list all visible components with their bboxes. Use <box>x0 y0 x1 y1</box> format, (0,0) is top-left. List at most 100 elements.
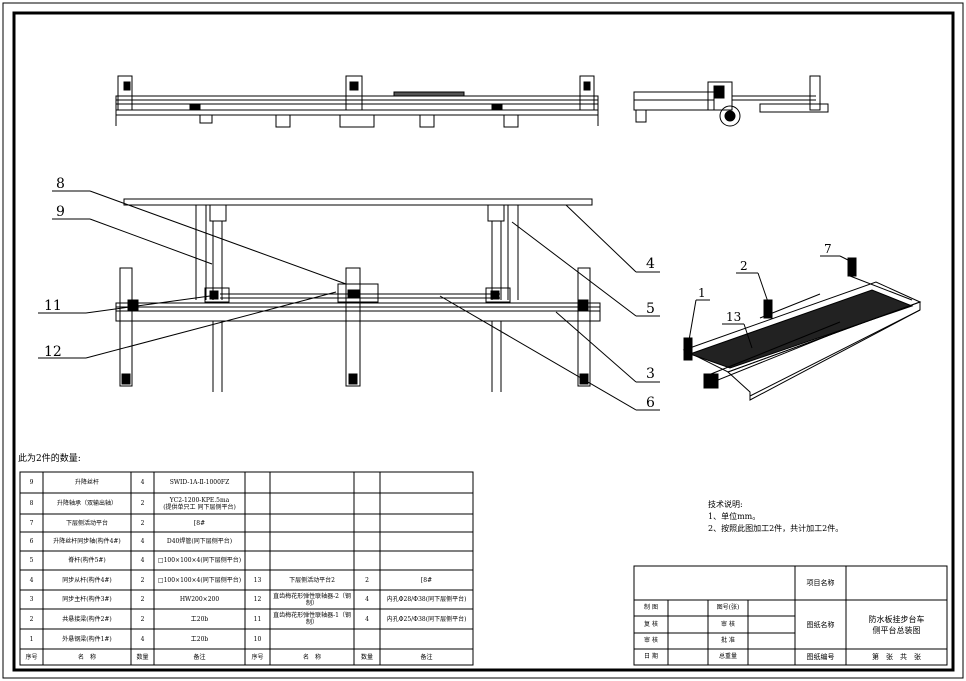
bom-left-qty: 2 <box>140 500 145 507</box>
title-block-cell-d <box>748 600 795 616</box>
bom-right-no <box>245 472 270 493</box>
top-view <box>115 75 599 128</box>
bom-right-remark <box>380 551 473 570</box>
bom-left-name: 共悬接梁(构件2#) <box>62 615 112 623</box>
bom-left-remark: [8# <box>193 519 206 527</box>
drawing-name: 防水板挂步台车 侧平台总装图 <box>868 614 925 635</box>
title-block-cell-a: 复 核 <box>644 620 658 628</box>
bom-left-qty: 4 <box>140 635 145 643</box>
balloon-1: 1 <box>698 286 706 300</box>
notes-line-2: 2、按照此图加工2件，共计加工2件。 <box>708 524 844 533</box>
balloon-13: 13 <box>726 310 741 324</box>
title-block-cell-b <box>668 633 708 649</box>
bom-right-no: 12 <box>253 596 262 603</box>
sheet-info: 第 张 共 张 <box>872 653 921 661</box>
bom-right-remark <box>380 629 473 649</box>
title-block-grid <box>633 565 948 666</box>
bom-right-name <box>270 532 354 551</box>
bom-right-qty <box>354 472 380 493</box>
balloon-5: 5 <box>646 301 655 317</box>
bom-right-no <box>245 514 270 532</box>
bom-left-no: 2 <box>29 615 34 623</box>
side-view <box>633 75 829 127</box>
bom-left-remark: YC2-1200-KPE.5ma (提供单只工 同下层侧平台) <box>163 496 236 511</box>
bom-right-name: 直齿梅花形弹性联轴器-2（钢制） <box>273 592 351 607</box>
bom-header-qty: 数量 <box>136 653 149 661</box>
bom-right-qty: 4 <box>365 596 369 603</box>
title-block-cell-a: 日 期 <box>644 653 658 660</box>
title-block-cell-a: 审 核 <box>644 637 658 644</box>
title-block-cell-c: 图号(张) <box>716 604 740 611</box>
balloon-12: 12 <box>44 344 62 360</box>
title-block-cell-b <box>668 649 708 665</box>
frame-border <box>12 11 955 672</box>
bom-right-name <box>270 629 354 649</box>
bom-right-no: 11 <box>253 615 262 623</box>
bom-left-no: 5 <box>29 557 34 564</box>
bom-right-remark <box>380 532 473 551</box>
bom-left-no: 1 <box>29 635 34 643</box>
quantity-note: 此为2件的数量: <box>18 454 81 464</box>
bom-left-no: 7 <box>29 519 34 527</box>
bom-left-name: 同步从杆(构件4#) <box>62 576 112 584</box>
bom-right-qty: 2 <box>365 576 369 584</box>
title-block-cell-b <box>668 600 708 616</box>
bom-right-qty <box>354 514 380 532</box>
bom-right-qty <box>354 493 380 514</box>
bom-right-remark <box>380 493 473 514</box>
bom-left-no: 9 <box>29 479 34 486</box>
leader-lines <box>38 190 853 411</box>
bom-left-remark: HW200×200 <box>179 596 220 603</box>
bom-left-qty: 2 <box>140 615 145 623</box>
bom-right-no <box>245 493 270 514</box>
balloon-6: 6 <box>646 395 655 411</box>
bom-header-no: 序号 <box>25 653 38 661</box>
bom-right-remark: 内孔Φ28/Φ38(同下层侧平台) <box>386 596 467 603</box>
drawing-name-label: 图纸名称 <box>806 620 835 629</box>
bom-left-qty: 2 <box>140 519 145 527</box>
bom-right-remark <box>380 514 473 532</box>
bom-right-no <box>245 532 270 551</box>
title-block-cell-d <box>748 633 795 649</box>
bom-right-no: 10 <box>253 635 262 643</box>
bom-left-qty: 4 <box>140 538 145 545</box>
iso-view <box>682 257 922 401</box>
bom-left-name: 升降轴承（双输出轴） <box>56 500 117 507</box>
bom-left-remark: □100×100×4(同下层侧平台) <box>157 557 242 564</box>
bom-left-qty: 4 <box>140 557 145 564</box>
bom-right-remark <box>380 472 473 493</box>
bom-right-remark: 内孔Φ25/Φ38(同下层侧平台) <box>386 615 467 623</box>
bom-right-remark: [8# <box>420 576 433 584</box>
bom-right-name <box>270 493 354 514</box>
balloon-4: 4 <box>646 256 655 272</box>
bom-header-name: 名 称 <box>77 653 96 661</box>
bom-right-qty: 4 <box>365 615 369 623</box>
bom-right-name <box>270 472 354 493</box>
bom-left-qty: 2 <box>140 576 145 584</box>
bom-left-name: 下层侧活动平台 <box>65 519 108 527</box>
balloon-11: 11 <box>44 298 62 314</box>
project-name-label: 项目名称 <box>806 579 835 587</box>
balloon-8: 8 <box>56 176 65 192</box>
balloon-7: 7 <box>824 242 832 256</box>
balloon-3: 3 <box>646 366 655 382</box>
bom-header-right-no: 序号 <box>251 653 264 661</box>
bom-left-name: 脊杆(构件5#) <box>68 557 106 564</box>
bom-right-no <box>245 551 270 570</box>
balloon-9: 9 <box>56 204 65 220</box>
bom-left-name: 升降丝杆 <box>74 479 99 486</box>
bom-left-remark: D40焊管(同下层侧平台) <box>166 538 233 545</box>
bom-header-right-remark: 备注 <box>420 653 433 661</box>
bom-right-name <box>270 514 354 532</box>
balloon-2: 2 <box>740 259 748 273</box>
notes-line-1: 1、单位mm。 <box>708 512 761 521</box>
bom-left-qty: 4 <box>140 479 145 486</box>
bom-left-remark: □100×100×4(同下层侧平台) <box>157 576 242 584</box>
bom-left-name: 外悬钢梁(构件1#) <box>62 635 112 643</box>
front-view <box>115 198 601 392</box>
bom-header-right-qty: 数量 <box>360 653 373 661</box>
title-block-cell-d <box>748 616 795 633</box>
bom-left-no: 3 <box>29 596 34 603</box>
bom-left-no: 4 <box>29 576 34 584</box>
